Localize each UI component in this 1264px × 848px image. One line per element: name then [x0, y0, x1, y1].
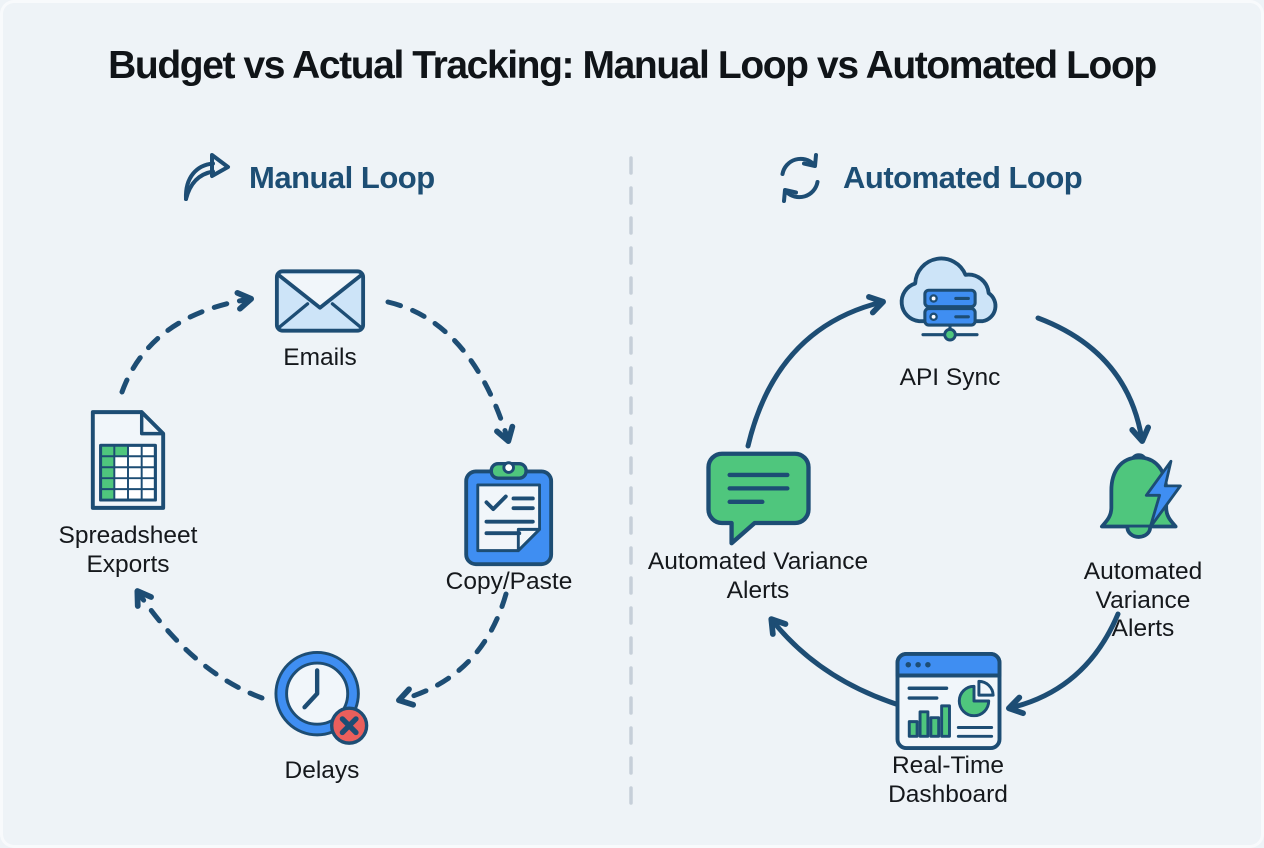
arrow-apisync-to-alerts	[1035, 315, 1152, 445]
arrow-delays-to-spreadsheet	[134, 588, 265, 701]
node-label: Automated Variance Alerts	[647, 548, 869, 604]
manual-loop-header: Manual Loop	[178, 150, 435, 206]
node-label: API Sync	[899, 364, 1001, 391]
spreadsheet-icon	[90, 410, 166, 510]
cloud-server-icon	[899, 256, 998, 342]
node-label: Delays	[284, 757, 360, 784]
node-label: Copy/Paste	[445, 568, 573, 595]
manual-node-spreadsheet: Spreadsheet Exports	[48, 408, 208, 579]
arrow-spreadsheet-to-emails	[119, 289, 255, 395]
arrow-copypaste-to-delays	[396, 591, 509, 708]
node-label: Automated Variance Alerts	[1083, 558, 1203, 643]
manual-node-delays: Delays	[274, 650, 371, 786]
arrow-dashboard-to-alerts	[768, 616, 899, 707]
automated-loop-header: Automated Loop	[772, 150, 1083, 206]
arrow-alerts-to-dashboard	[1006, 611, 1121, 717]
sync-icon	[780, 153, 820, 203]
manual-node-emails: Emails	[274, 268, 366, 373]
envelope-icon	[274, 269, 366, 333]
share-arrow-icon	[183, 153, 230, 201]
automated-node-variance-alerts-bubble: Automated Variance Alerts	[646, 448, 871, 605]
clipboard-icon	[464, 461, 554, 567]
dashboard-icon	[895, 651, 1001, 751]
clock-error-icon	[274, 650, 369, 745]
chat-bubble-icon	[705, 451, 811, 546]
node-label: Spreadsheet Exports	[58, 522, 198, 578]
node-label: Real-Time Dashboard	[888, 752, 1008, 808]
manual-node-copy-paste: Copy/Paste	[445, 456, 573, 597]
automated-node-api-sync: API Sync	[885, 240, 1015, 393]
arrow-emails-to-copypaste	[385, 299, 516, 444]
page-title: Budget vs Actual Tracking: Manual Loop v…	[108, 44, 1157, 87]
manual-loop-title: Manual Loop	[249, 160, 435, 195]
bell-lightning-icon	[1099, 453, 1182, 539]
automated-node-dashboard: Real-Time Dashboard	[861, 650, 1036, 809]
automated-node-variance-alerts-bell: Automated Variance Alerts	[1083, 444, 1204, 644]
node-label: Emails	[283, 344, 357, 371]
automated-loop-title: Automated Loop	[843, 160, 1083, 195]
arrow-alerts-to-apisync	[745, 294, 886, 449]
